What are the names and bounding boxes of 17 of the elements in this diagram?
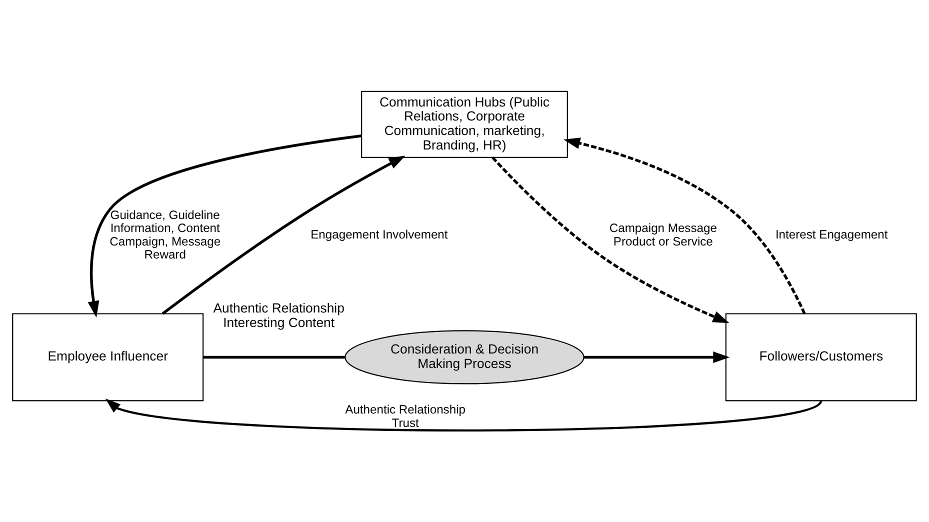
- edge-label: Interest Engagement: [775, 228, 888, 242]
- arrow: [88, 134, 362, 318]
- node-box: Communication Hubs (Public Relations, Corporate Communication, marketing, Branding, HR): [361, 90, 568, 158]
- arrow: [492, 156, 730, 324]
- arrow: [105, 398, 822, 432]
- edge-label: Guidance, Guideline Information, Content Campaign, Message Reward: [110, 208, 221, 262]
- node-box: Followers/Customers: [725, 313, 917, 402]
- arrow: [564, 138, 806, 314]
- edge-label: Engagement Involvement: [310, 228, 448, 242]
- node-ellipse: Consideration & Decision Making Process: [344, 330, 584, 384]
- arrow: [162, 156, 406, 315]
- node-label: Authentic Relationship Interesting Content: [213, 300, 344, 330]
- arrow: [584, 351, 730, 364]
- edge-label: Campaign Message Product or Service: [609, 221, 717, 248]
- edge-label: Authentic Relationship Trust: [345, 402, 466, 430]
- connector: [203, 356, 346, 359]
- node-box: Employee Influencer: [12, 313, 204, 402]
